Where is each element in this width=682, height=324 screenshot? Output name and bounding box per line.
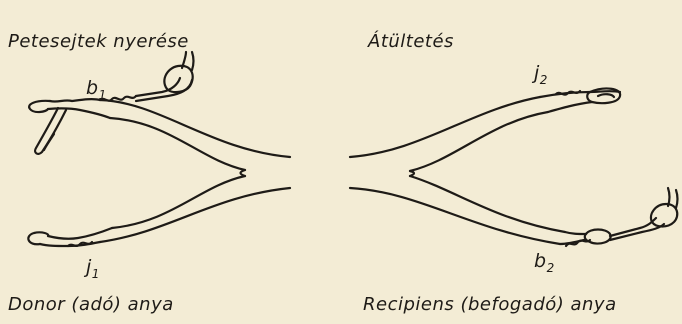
marker-b1: b1 bbox=[86, 77, 107, 102]
marker-b2: b2 bbox=[534, 250, 555, 275]
donor-caption: Donor (adó) anya bbox=[8, 294, 174, 315]
recipient-caption: Recipiens (befogadó) anya bbox=[363, 294, 617, 315]
donor-uterus bbox=[100, 100, 290, 242]
donor-upper-oviduct bbox=[29, 52, 193, 154]
recipient-lower-oviduct bbox=[560, 188, 678, 246]
recipient-upper-oviduct bbox=[540, 89, 620, 112]
recipient-upper-horn-outer bbox=[350, 97, 540, 157]
marker-j1: j1 bbox=[86, 256, 100, 281]
donor-lower-oviduct bbox=[28, 228, 112, 246]
donor-upper-horn-inner bbox=[110, 118, 245, 170]
donor-crotch bbox=[241, 170, 246, 176]
recipient-crotch bbox=[410, 171, 414, 176]
recipient-uterus bbox=[350, 97, 565, 244]
recipient-upper-horn-inner bbox=[410, 112, 548, 171]
recipient-title: Átültetés bbox=[368, 31, 454, 52]
marker-j2: j2 bbox=[534, 62, 548, 87]
donor-title: Petesejtek nyerése bbox=[8, 31, 189, 52]
donor-lower-horn-outer bbox=[100, 188, 290, 242]
recipient-lower-horn-outer bbox=[350, 188, 560, 244]
recipient-lower-horn-inner bbox=[410, 176, 565, 232]
